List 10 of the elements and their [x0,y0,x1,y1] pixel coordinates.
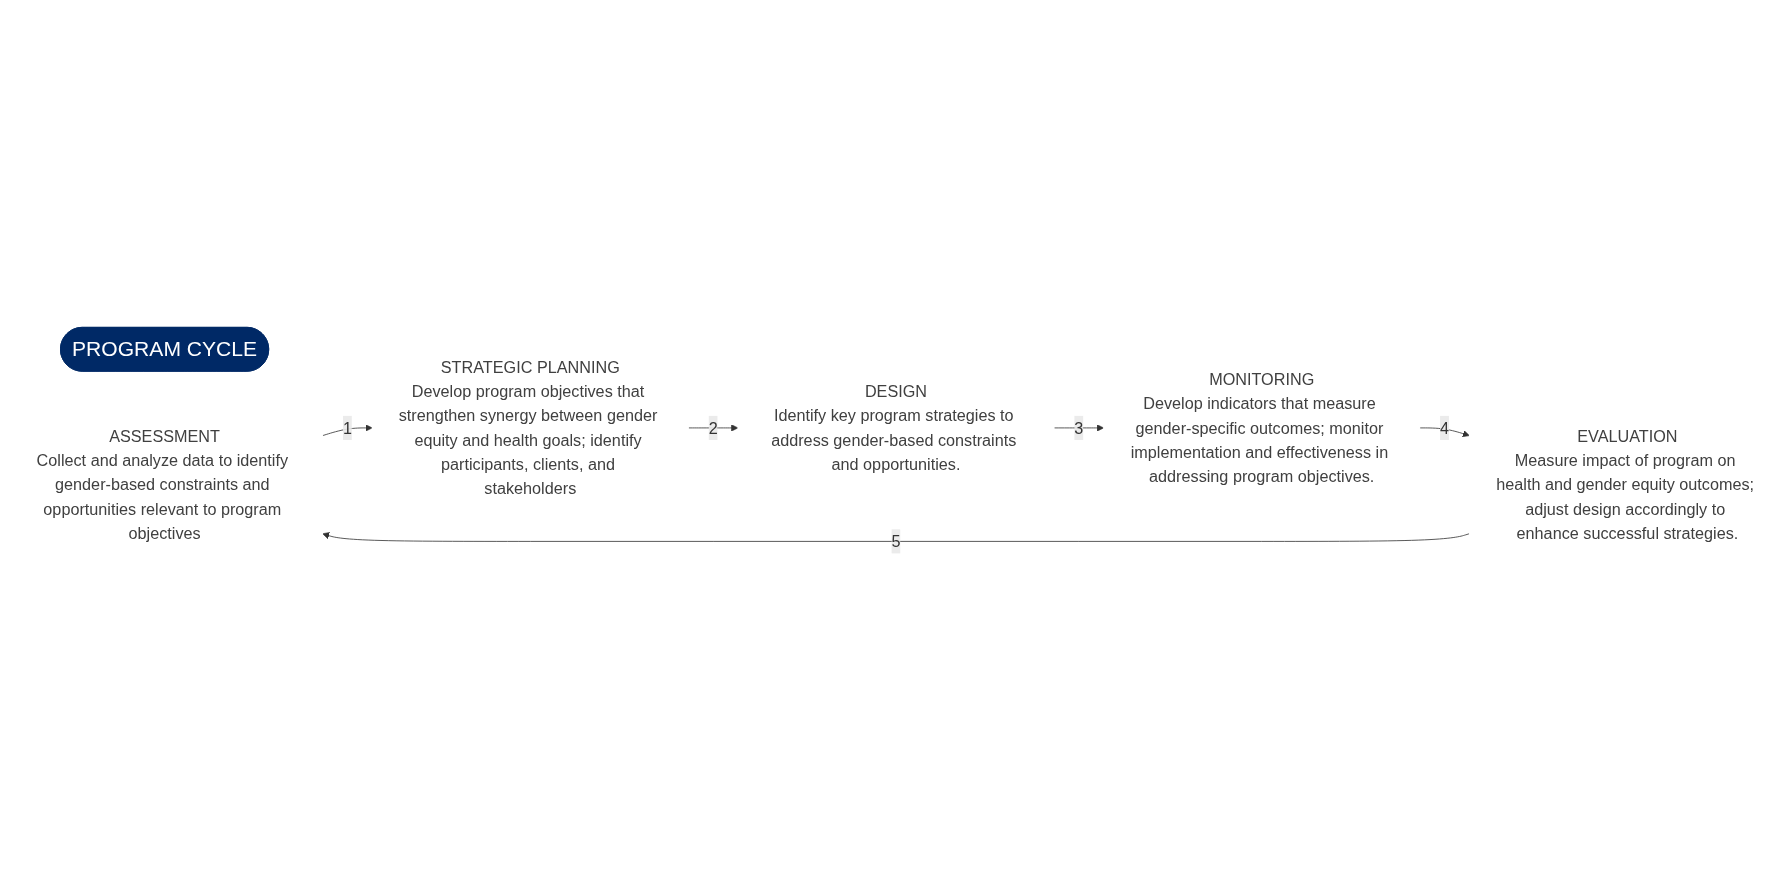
edge-label: 1 [342,418,352,437]
edge-label: 5 [891,532,901,551]
node-text: EVALUATION Measure impact of program on health and gender equity outcomes; adjust design accordingly to enhance successful strategies. [1496,427,1755,543]
node-text: DESIGN Identify key program strategies to address gender-based constraints and opportunities. [771,382,1017,474]
edge-label: 4 [1440,418,1450,437]
node-text: STRATEGIC PLANNING Develop program objectives that strengthen synergy between gender equity and health goals; identify participants, clients, and stakeholders [398,358,658,498]
edge-label: 3 [1074,418,1084,437]
edge-label: 2 [708,418,718,437]
node-text: ASSESSMENT Collect and analyze data to identify gender-based constraints and opportunities relevant to program objectives [36,427,289,543]
node-text: MONITORING Develop indicators that measure gender-specific outcomes; monitor implementation and effectiveness in addressing program objectives. [1130,370,1389,486]
